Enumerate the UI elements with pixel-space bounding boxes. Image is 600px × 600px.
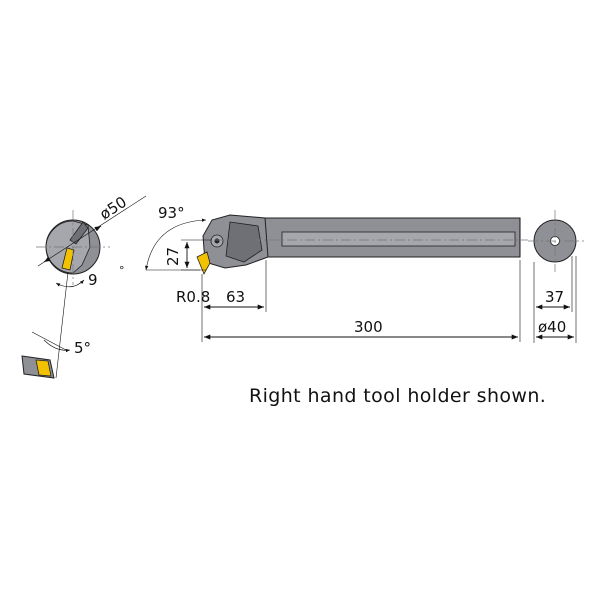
side-view-insert [196, 251, 211, 275]
dia50-arrow-2 [94, 225, 102, 232]
clearance-arc [55, 279, 85, 288]
side-view: 93° 27 R0.8 63 300 [145, 204, 528, 342]
angle93-arc [145, 218, 207, 271]
insert-detail: 5° [21, 331, 91, 379]
five-deg-line [31, 331, 67, 351]
dia50-arrow [43, 256, 51, 263]
head-recess [225, 221, 263, 263]
insert-detail-leader [55, 271, 69, 379]
shank-section: 37 ø40 [528, 210, 584, 343]
dim37-label: 37 [545, 288, 564, 306]
length300-label: 300 [354, 318, 383, 336]
angle93-label: 93° [158, 204, 185, 222]
five-deg-arc [43, 339, 71, 353]
h27-label: 27 [164, 247, 182, 266]
clamp-screw-socket [214, 238, 220, 244]
dia50-label: ø50 [96, 193, 130, 223]
end-view-insert [61, 247, 75, 271]
length63-label: 63 [226, 288, 245, 306]
five-deg-label: 5° [74, 339, 91, 357]
dim40-label: ø40 [538, 318, 566, 336]
caption: Right hand tool holder shown. [249, 385, 546, 407]
dia50-leader [37, 195, 147, 267]
insert-detail-insert [35, 359, 52, 377]
degree-mark: ° [119, 264, 125, 277]
clearance-label: 9 [88, 271, 98, 289]
shank-flat [281, 231, 516, 247]
nose-radius-label: R0.8 [176, 288, 210, 306]
